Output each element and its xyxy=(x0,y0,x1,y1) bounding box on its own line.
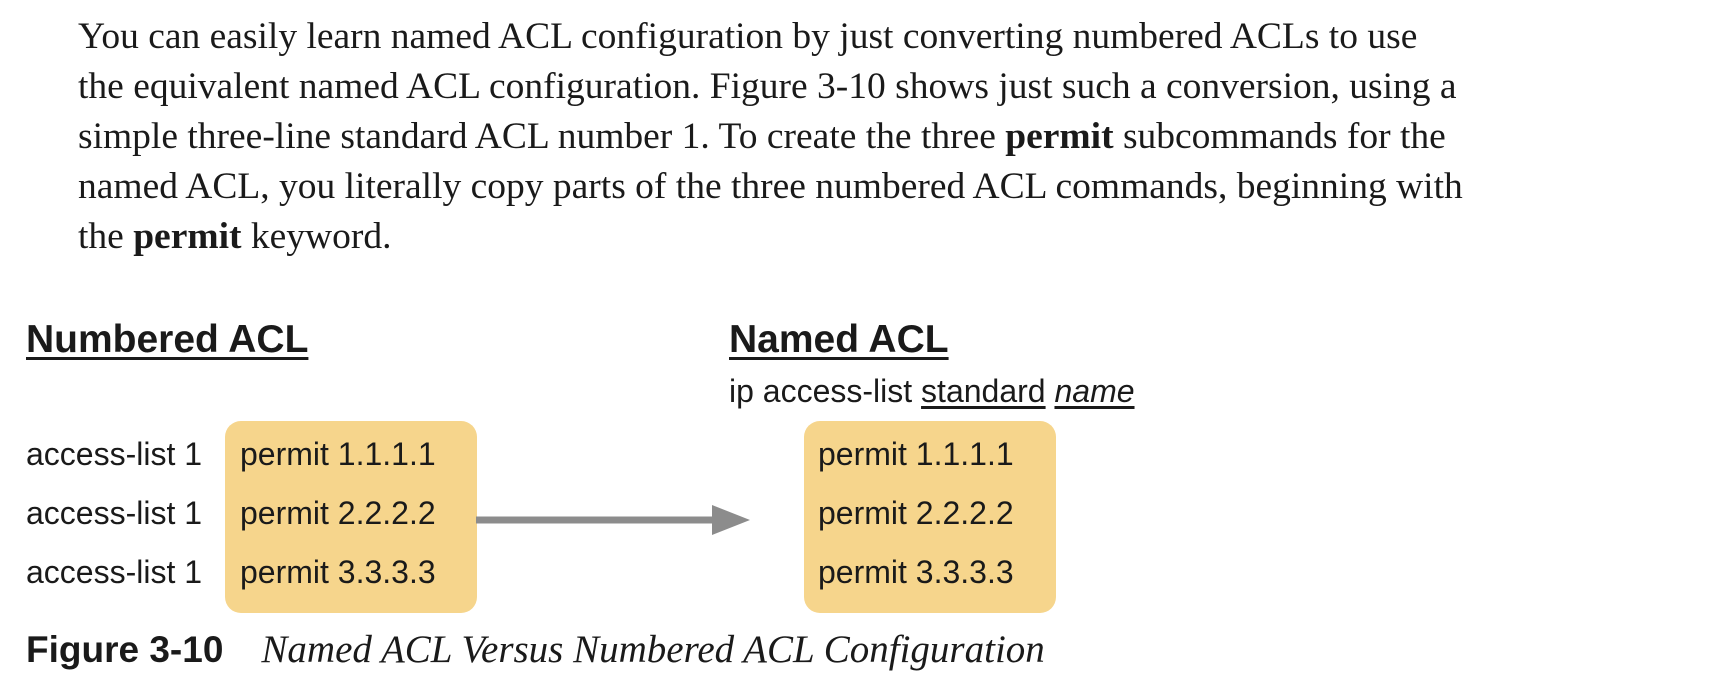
numbered-permit-entry: permit 1.1.1.1 xyxy=(240,436,436,472)
numbered-acl-prefix: access-list 1 xyxy=(26,495,203,531)
paragraph-text: simple three-line standard ACL number 1.… xyxy=(78,116,1006,157)
named-permit-highlight-box xyxy=(804,421,1056,613)
numbered-acl-prefix: access-list 1 xyxy=(26,554,203,590)
permit-keyword: permit xyxy=(1005,116,1114,157)
command-prefix: ip access-list xyxy=(729,373,922,409)
body-paragraph: You can easily learn named ACL configura… xyxy=(78,12,1698,262)
numbered-permit-entry: permit 2.2.2.2 xyxy=(240,495,436,531)
numbered-permit-entry: permit 3.3.3.3 xyxy=(240,554,436,590)
figure-title: Named ACL Versus Numbered ACL Configurat… xyxy=(261,628,1045,671)
command-keyword-standard: standard xyxy=(921,373,1046,409)
figure-label: Figure 3-10 xyxy=(26,629,224,670)
command-argument-name: name xyxy=(1054,373,1135,409)
permit-keyword: permit xyxy=(133,216,242,257)
named-permit-entry: permit 3.3.3.3 xyxy=(818,554,1014,590)
paragraph-line: the equivalent named ACL configuration. … xyxy=(78,66,1457,107)
named-permit-entry: permit 2.2.2.2 xyxy=(818,495,1014,531)
paragraph-line: named ACL, you literally copy parts of t… xyxy=(78,166,1463,207)
numbered-acl-prefix: access-list 1 xyxy=(26,436,203,472)
paragraph-line: simple three-line standard ACL number 1.… xyxy=(78,112,1698,162)
paragraph-text: keyword. xyxy=(241,216,392,257)
numbered-permit-highlight-box xyxy=(225,421,477,613)
paragraph-text: subcommands for the xyxy=(1113,116,1446,157)
named-permit-entry: permit 1.1.1.1 xyxy=(818,436,1014,472)
figure-caption: Figure 3-10 Named ACL Versus Numbered ACL… xyxy=(26,627,1045,672)
paragraph-text: the xyxy=(78,216,134,257)
paragraph-line: the permit keyword. xyxy=(78,212,1698,262)
numbered-acl-heading: Numbered ACL xyxy=(26,318,309,361)
right-arrow-icon xyxy=(476,505,750,535)
named-acl-heading: Named ACL xyxy=(729,318,949,361)
named-acl-command: ip access-list standard name xyxy=(729,373,1135,410)
paragraph-line: You can easily learn named ACL configura… xyxy=(78,16,1418,57)
